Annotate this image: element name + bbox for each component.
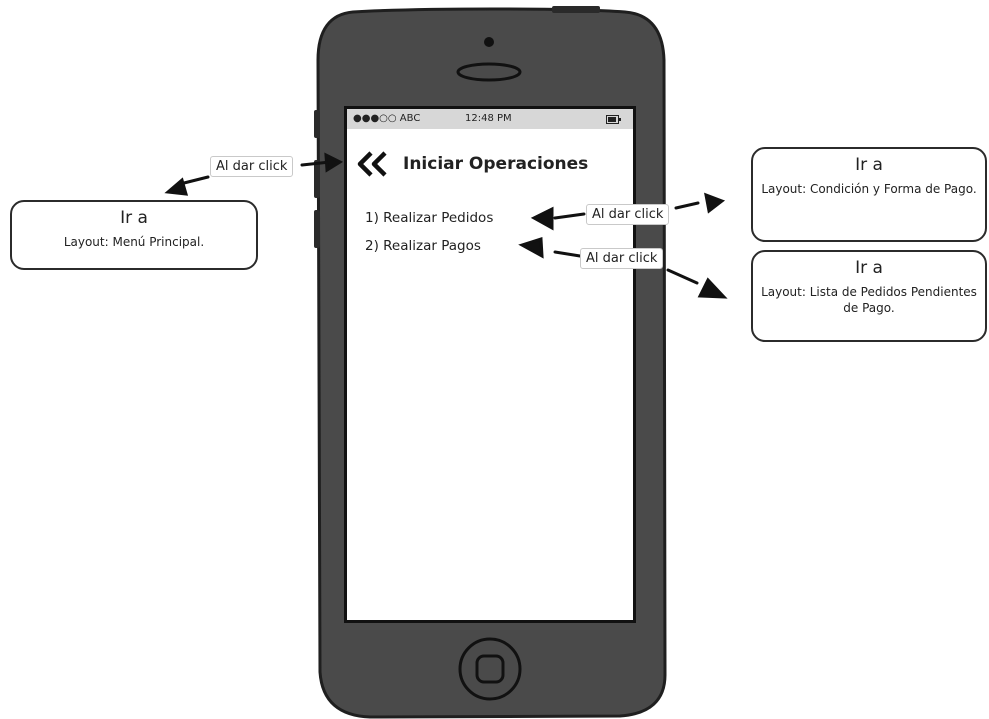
callout-text: Layout: Menú Principal. bbox=[63, 235, 205, 249]
callout-lista-pedidos: Ir a Layout: Lista de Pedidos Pendientes… bbox=[751, 250, 987, 342]
callout-title: Ir a bbox=[120, 208, 148, 228]
note-back-click: Al dar click bbox=[210, 156, 294, 177]
battery-icon bbox=[606, 115, 621, 124]
callout-menu-principal: Ir a Layout: Menú Principal. bbox=[10, 200, 258, 270]
camera-icon bbox=[484, 37, 494, 47]
page-title: Iniciar Operaciones bbox=[403, 154, 589, 174]
home-button-icon bbox=[458, 637, 522, 701]
callout-title: Ir a bbox=[855, 155, 883, 175]
status-bar: ●●●○○ ABC 12:48 PM bbox=[347, 109, 633, 129]
time-label: 12:48 PM bbox=[465, 113, 512, 124]
carrier-label: ●●●○○ ABC bbox=[353, 113, 421, 124]
note-pedidos-click: Al dar click bbox=[586, 204, 670, 225]
note-pagos-click: Al dar click bbox=[580, 248, 664, 269]
callout-text: Layout: Condición y Forma de Pago. bbox=[761, 182, 977, 196]
speaker-icon bbox=[456, 62, 522, 82]
back-chevron-icon[interactable] bbox=[355, 150, 393, 178]
menu-item-realizar-pedidos[interactable]: 1) Realizar Pedidos bbox=[365, 210, 494, 226]
callout-condicion-pago: Ir a Layout: Condición y Forma de Pago. bbox=[751, 147, 987, 242]
menu-item-realizar-pagos[interactable]: 2) Realizar Pagos bbox=[365, 238, 481, 254]
phone-screen: ●●●○○ ABC 12:48 PM Iniciar Operaciones 1… bbox=[347, 109, 633, 620]
callout-text: Layout: Lista de Pedidos Pendientes de P… bbox=[761, 285, 977, 315]
callout-title: Ir a bbox=[855, 258, 883, 278]
